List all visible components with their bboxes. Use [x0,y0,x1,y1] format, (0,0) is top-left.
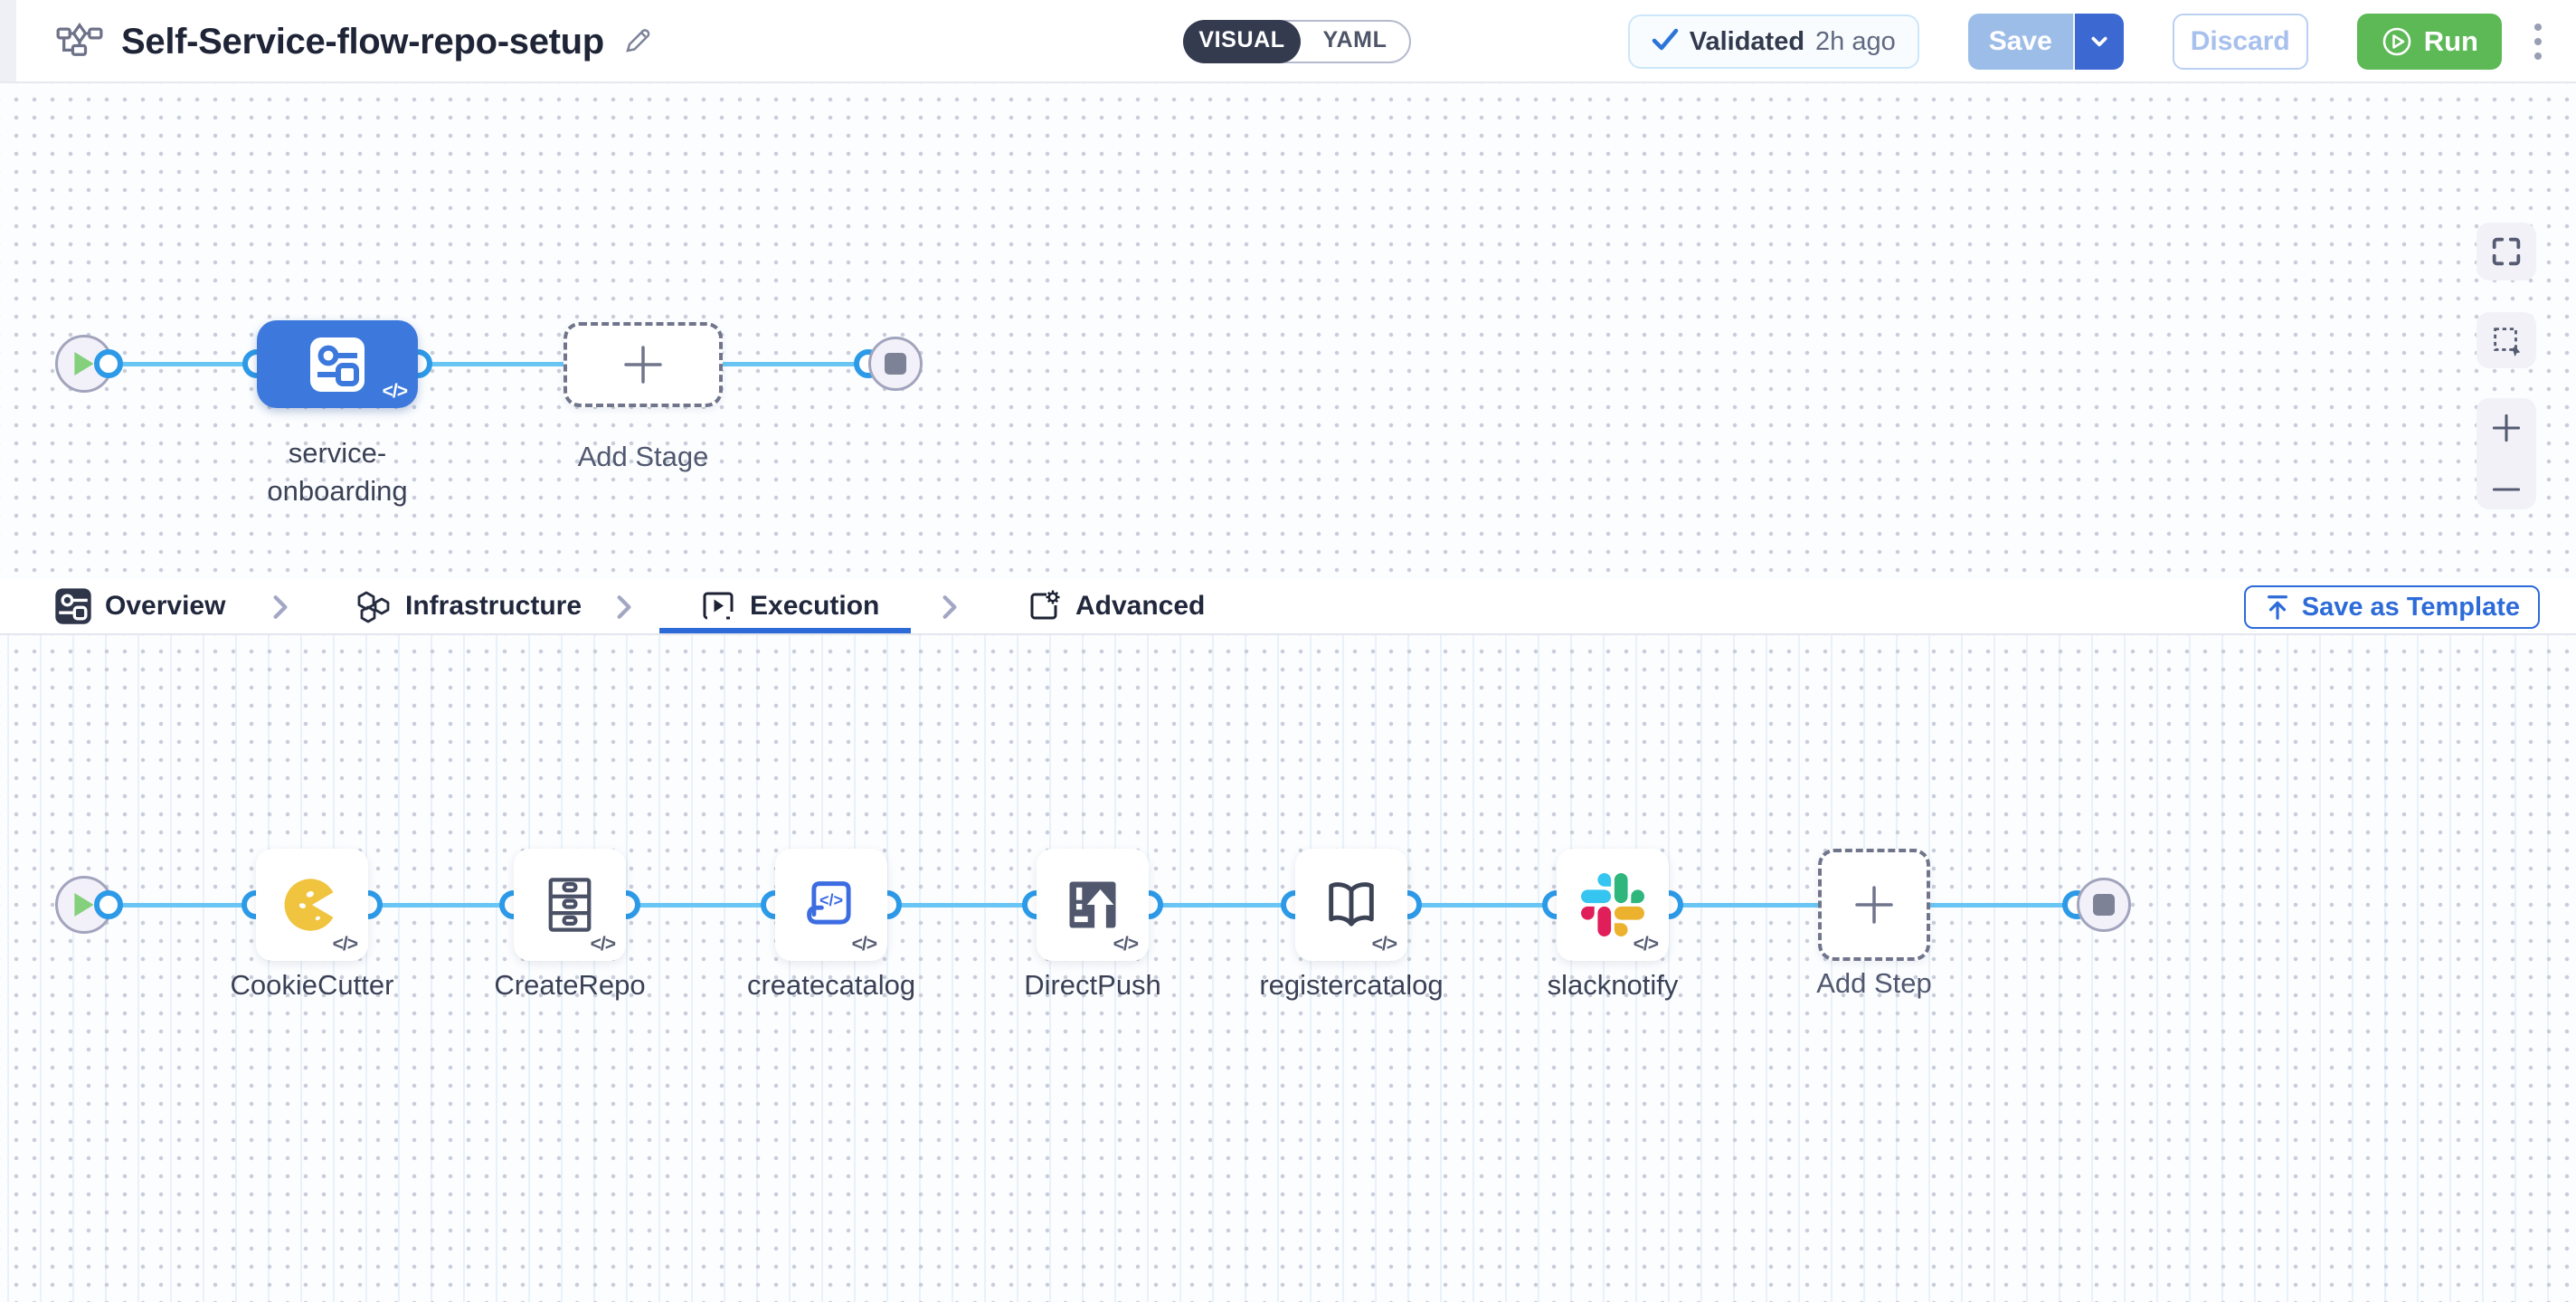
save-as-template-button[interactable]: Save as Template [2243,585,2540,629]
toggle-visual[interactable]: VISUAL [1183,20,1301,63]
upload-icon [2267,595,2287,620]
save-options-caret-button[interactable] [2074,14,2124,70]
add-stage-button[interactable] [564,322,723,407]
page-title: Self-Service-flow-repo-setup [121,21,604,62]
fullscreen-corners-icon [2492,237,2521,266]
zoom-in-icon[interactable] [2477,411,2536,445]
execution-flow-end-node[interactable] [2077,878,2131,932]
play-triangle-icon [74,893,94,917]
step-label: registercatalog [1259,969,1444,1001]
toggle-yaml[interactable]: YAML [1322,27,1387,52]
port[interactable] [94,890,123,919]
window-edge-strip [0,0,16,81]
step-node-createrepo[interactable]: </> [514,849,626,961]
visual-yaml-toggle: VISUAL YAML [1183,20,1411,63]
validated-badge[interactable]: Validated 2h ago [1627,14,1919,69]
step-node-createcatalog[interactable]: </> </> [775,849,887,961]
stage-config-tabbar: Overview Infrastructure Execution [0,579,2576,635]
infrastructure-hexagons-icon [357,591,390,623]
directpush-upload-icon [1069,881,1116,928]
custom-stage-icon [310,337,365,392]
check-icon [1652,28,1679,56]
add-step-button[interactable] [1818,849,1930,961]
top-bar: Self-Service-flow-repo-setup VISUAL YAML… [0,0,2576,83]
more-options-kebab-button[interactable] [2527,24,2549,60]
add-stage-label: Add Stage [577,441,709,472]
stage-node-service-onboarding[interactable]: </> [257,320,418,408]
zoom-controls[interactable] [2477,398,2536,509]
chevron-down-icon [2091,36,2107,47]
stage-name-label: service- onboarding [267,437,408,507]
play-triangle-icon [74,352,94,375]
tab-overview[interactable]: Overview [54,579,225,633]
run-button[interactable]: Run [2356,14,2502,70]
chevron-right-icon [611,594,637,625]
step-label: slacknotify [1547,969,1679,1001]
step-node-cookiecutter[interactable]: </> [256,849,368,961]
code-badge: </> [1371,934,1397,955]
execution-canvas[interactable]: </> </> </> </> [0,635,2576,1302]
zoom-out-icon[interactable] [2477,482,2536,497]
registercatalog-book-icon [1329,882,1374,927]
discard-button[interactable]: Discard [2172,14,2308,70]
code-badge: </> [851,934,877,955]
selection-box-icon [2494,328,2521,357]
stage-flow-end-node[interactable] [868,337,923,391]
active-tab-underline [659,628,911,633]
step-label: CreateRepo [494,969,646,1001]
run-play-icon [2382,27,2411,56]
createrepo-drawers-icon [548,878,592,932]
svg-text:</>: </> [819,891,843,909]
pipeline-flow-icon [56,22,103,62]
validated-label: Validated [1689,26,1805,56]
port[interactable] [94,349,123,378]
stop-square-icon [2093,894,2115,916]
plus-icon [1855,886,1893,924]
slack-icon [1581,873,1644,936]
chevron-right-icon [937,594,962,625]
step-label: DirectPush [1024,969,1161,1001]
chevron-right-icon [268,594,293,625]
code-badge: </> [332,934,358,955]
step-node-registercatalog[interactable]: </> [1295,849,1407,961]
advanced-gear-doc-icon [1030,590,1060,620]
code-badge: </> [382,381,408,402]
createcatalog-scroll-icon: </> [807,881,851,925]
step-node-directpush[interactable]: </> [1037,849,1149,961]
fit-to-screen-button[interactable] [2477,223,2536,280]
step-label: CookieCutter [230,969,394,1001]
marquee-select-button[interactable] [2477,312,2536,368]
tab-advanced[interactable]: Advanced [1025,579,1205,633]
code-badge: </> [590,934,616,955]
code-badge: </> [1113,934,1139,955]
overview-stage-icon [55,588,91,624]
cookiecutter-icon [284,879,334,931]
step-node-slacknotify[interactable]: </> [1557,849,1669,961]
edit-pencil-icon[interactable] [622,24,653,60]
save-button[interactable]: Save [1967,14,2075,70]
add-step-label: Add Step [1816,967,1932,999]
stop-square-icon [885,353,906,375]
code-badge: </> [1633,934,1659,955]
validated-time: 2h ago [1815,26,1896,56]
execution-play-icon [703,592,734,620]
step-label: createcatalog [746,969,916,1001]
plus-icon [624,346,662,384]
tab-execution[interactable]: Execution [699,579,879,633]
stage-connector-line [109,362,870,366]
stage-canvas[interactable]: </> service- onboarding Add Stage [0,83,2576,579]
tab-infrastructure[interactable]: Infrastructure [355,579,582,633]
